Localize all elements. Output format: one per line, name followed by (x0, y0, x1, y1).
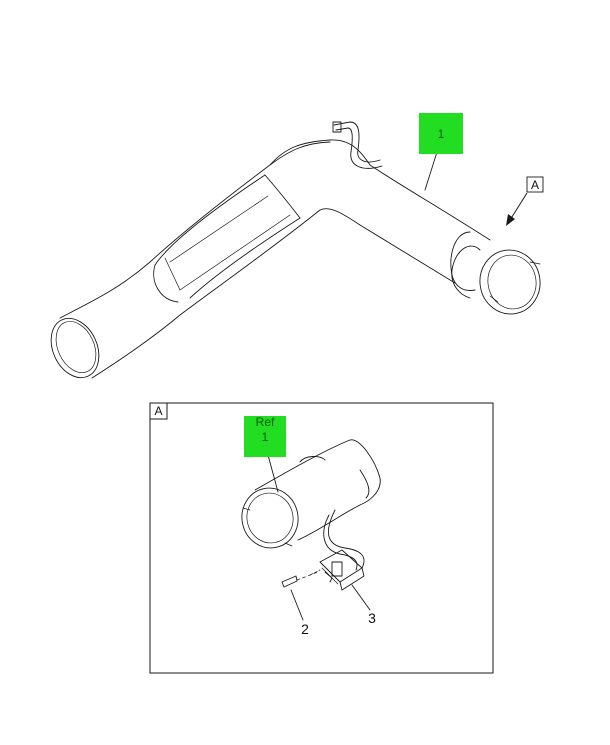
detail-pipe-drawing (241, 439, 381, 571)
detail-frame-border (149, 402, 494, 674)
clamp-pin-drawing (281, 571, 319, 621)
callout-ref-1-number: 1 (262, 430, 269, 444)
callout-2-label: 2 (301, 621, 309, 637)
view-a-arrow-head (506, 214, 515, 226)
callout-1-label: 1 (438, 127, 445, 141)
view-a-pointer: A (506, 176, 544, 226)
detail-frame-label: A (154, 404, 162, 418)
view-a-arrow-shaft (509, 192, 528, 221)
callout-1-highlight-box (419, 113, 463, 154)
callout-ref-1-highlight-box (244, 416, 286, 457)
callout-1-main: 1 (419, 113, 463, 154)
callout-ref-1-prefix: Ref (256, 415, 275, 429)
isolator-bracket-drawing (309, 549, 371, 611)
detail-frame-label-box (149, 402, 168, 420)
callout-3-label: 3 (368, 610, 376, 626)
callout-ref-1: Ref 1 (244, 415, 286, 457)
view-a-label-box (526, 176, 544, 193)
view-a-label: A (531, 178, 539, 192)
exhaust-pipe-drawing (50, 121, 541, 379)
detail-frame-a: A (149, 402, 494, 674)
